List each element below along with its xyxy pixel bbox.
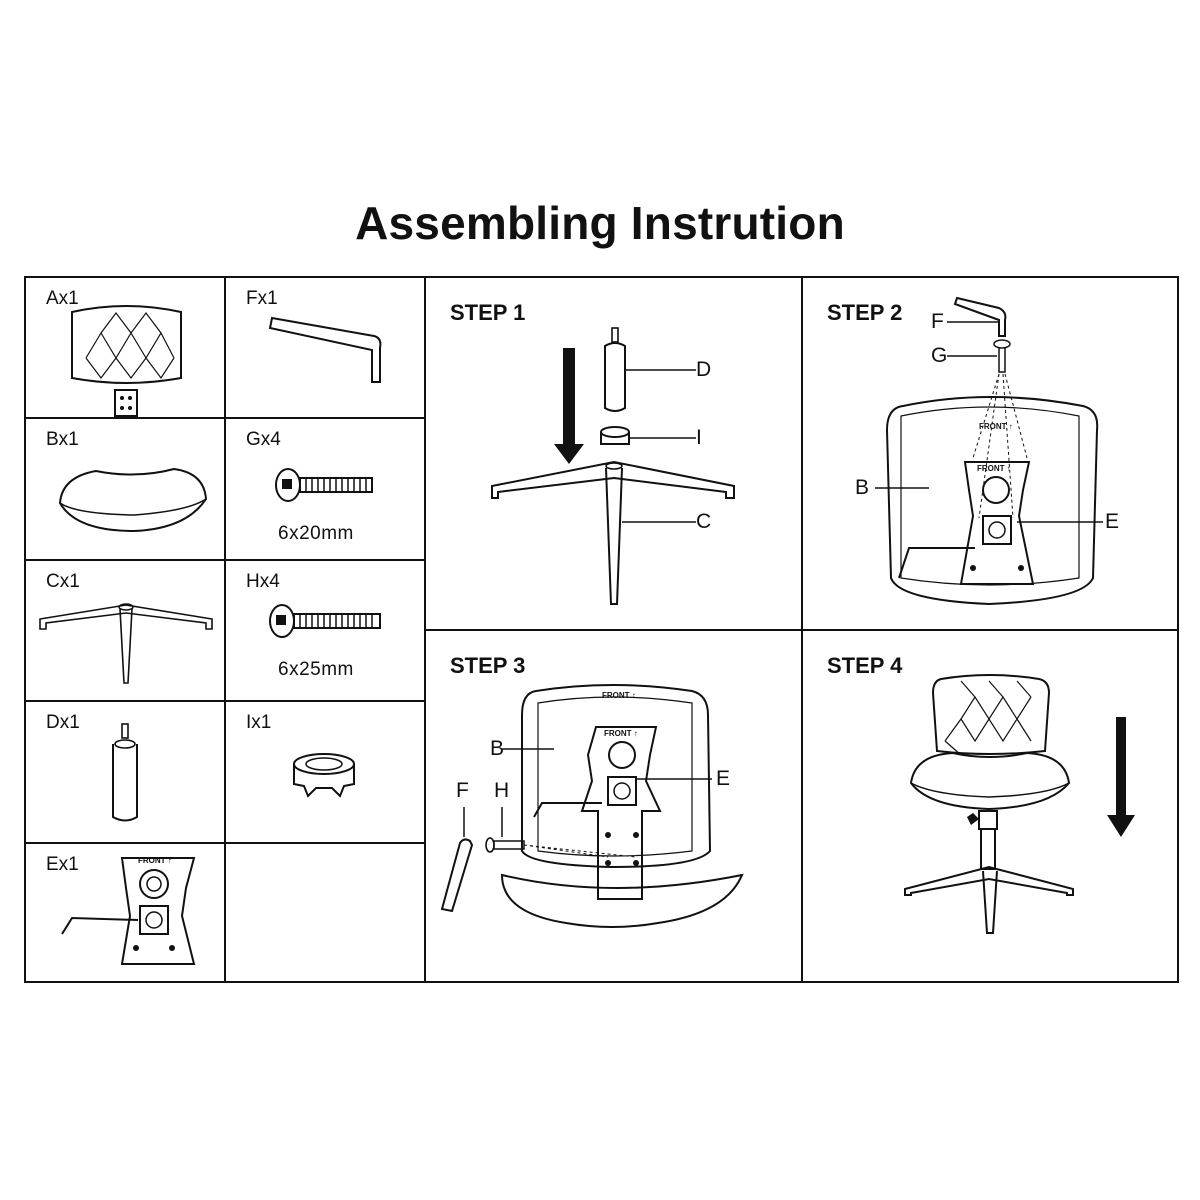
instruction-sheet: Ax1 Fx1 Bx1 Gx4 6x20mm bbox=[24, 276, 1179, 983]
callout-f: F bbox=[456, 779, 469, 802]
callout-e: E bbox=[716, 767, 731, 790]
step-2-diagram bbox=[875, 296, 1103, 606]
step-3-diagram bbox=[440, 684, 744, 928]
seat-back-icon bbox=[71, 305, 182, 417]
part-label-d: Dx1 bbox=[46, 712, 80, 733]
part-cell-i: Ix1 bbox=[226, 702, 424, 842]
step-4-panel: STEP 4 bbox=[803, 631, 1179, 983]
step-1-panel: STEP 1 D I C bbox=[426, 278, 801, 629]
front-label: FRONT ↑ bbox=[602, 691, 636, 700]
front-label: FRONT ↑ bbox=[977, 464, 1011, 473]
part-cell-d: Dx1 bbox=[26, 702, 224, 842]
callout-h: H bbox=[494, 779, 510, 802]
base-icon bbox=[39, 603, 213, 684]
callout-f: F bbox=[931, 310, 944, 333]
bolt-size-h: 6x25mm bbox=[278, 659, 354, 680]
part-cell-b: Bx1 bbox=[26, 419, 224, 559]
part-label-c: Cx1 bbox=[46, 571, 80, 592]
bolt-icon bbox=[269, 604, 381, 638]
callout-c: C bbox=[696, 510, 712, 533]
front-label: FRONT ↑ bbox=[604, 729, 638, 738]
part-cell-g: Gx4 6x20mm bbox=[226, 419, 424, 559]
mechanism-plate-icon bbox=[61, 857, 196, 965]
part-label-g: Gx4 bbox=[246, 429, 281, 450]
part-cell-h: Hx4 6x25mm bbox=[226, 561, 424, 700]
part-label-e: Ex1 bbox=[46, 854, 79, 875]
part-cell-c: Cx1 bbox=[26, 561, 224, 700]
step-4-diagram bbox=[904, 674, 1135, 934]
callout-d: D bbox=[696, 358, 712, 381]
grid-divider bbox=[424, 629, 1179, 631]
bolt-size-g: 6x20mm bbox=[278, 523, 354, 544]
allen-key-icon bbox=[268, 316, 382, 383]
front-label: FRONT ↑ bbox=[138, 856, 172, 865]
bolt-icon bbox=[275, 468, 373, 502]
step-2-panel: STEP 2 FRONT ↑ FRONT ↑ F G B E bbox=[803, 278, 1179, 629]
part-cell-a: Ax1 bbox=[26, 278, 224, 417]
part-label-f: Fx1 bbox=[246, 288, 278, 309]
step-1-diagram bbox=[491, 327, 735, 605]
step-2-title: STEP 2 bbox=[827, 300, 903, 325]
grid-divider bbox=[26, 417, 426, 419]
callout-e: E bbox=[1105, 510, 1120, 533]
part-label-h: Hx4 bbox=[246, 571, 280, 592]
step-1-title: STEP 1 bbox=[450, 300, 526, 325]
callout-i: I bbox=[696, 426, 702, 449]
callout-g: G bbox=[931, 344, 948, 367]
step-4-title: STEP 4 bbox=[827, 653, 903, 678]
callout-b: B bbox=[855, 476, 870, 499]
grid-divider bbox=[26, 559, 426, 561]
callout-b: B bbox=[490, 737, 505, 760]
grid-divider bbox=[224, 278, 226, 983]
seat-cushion-icon bbox=[58, 467, 208, 533]
empty-cell bbox=[226, 844, 424, 983]
gas-cylinder-icon bbox=[112, 723, 138, 822]
part-cell-f: Fx1 bbox=[226, 278, 424, 417]
cylinder-cover-icon bbox=[293, 753, 355, 798]
grid-divider bbox=[26, 842, 426, 844]
step-3-panel: STEP 3 FRONT ↑ FRONT ↑ B E F H bbox=[426, 631, 801, 983]
page-title: Assembling Instrution bbox=[355, 197, 845, 249]
front-label: FRONT ↑ bbox=[979, 422, 1013, 431]
step-3-title: STEP 3 bbox=[450, 653, 526, 678]
part-cell-e: Ex1 FRONT ↑ bbox=[26, 844, 224, 983]
part-label-a: Ax1 bbox=[46, 288, 79, 309]
part-label-i: Ix1 bbox=[246, 712, 272, 733]
grid-divider bbox=[26, 700, 426, 702]
part-label-b: Bx1 bbox=[46, 429, 79, 450]
